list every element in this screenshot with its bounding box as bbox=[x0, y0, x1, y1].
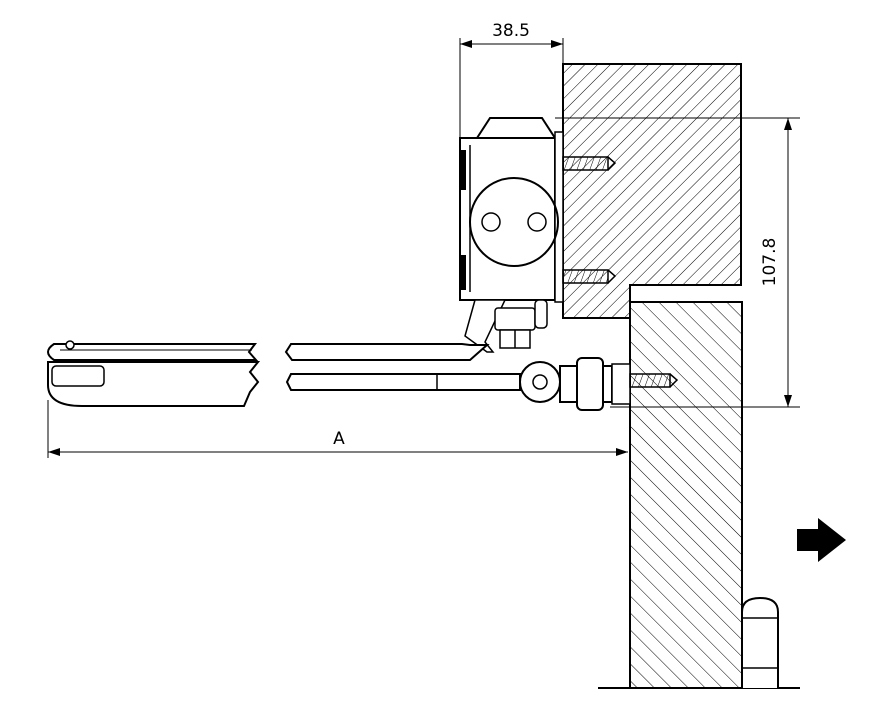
spindle-nut bbox=[464, 299, 548, 353]
door-stop bbox=[741, 596, 779, 688]
forearm bbox=[47, 361, 521, 407]
door-leaf bbox=[598, 301, 800, 689]
width-dimension-label: 38.5 bbox=[492, 21, 530, 41]
dimension-width: 38.5 bbox=[459, 21, 564, 140]
dimension-a: A bbox=[47, 400, 628, 458]
frame-screw-lower bbox=[562, 269, 617, 284]
arm-shoe bbox=[519, 357, 679, 411]
arrow-right-icon bbox=[797, 518, 846, 562]
frame-screw-upper bbox=[562, 156, 617, 171]
dimension-height: 107.8 bbox=[555, 117, 800, 408]
closer-body bbox=[459, 117, 564, 303]
distance-a-label: A bbox=[333, 429, 345, 449]
height-dimension-label: 107.8 bbox=[760, 238, 780, 287]
main-arm bbox=[47, 340, 490, 361]
